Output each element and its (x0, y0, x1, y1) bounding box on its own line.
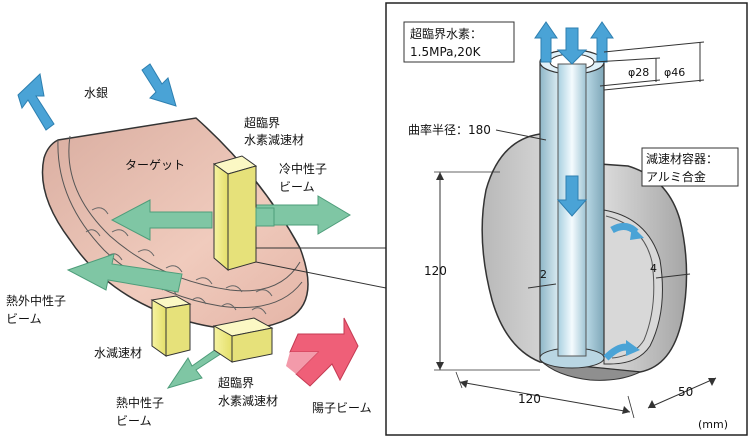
diameter-dimensions (593, 41, 705, 91)
detail-panel: 超臨界水素： 1.5MPa,20K 曲率半径：180 減速材容器： アルミ合金 … (385, 2, 748, 436)
water-moderator-block (150, 295, 192, 357)
lower-sc-moderator-label-2: 水素減速材 (218, 393, 278, 408)
upper-sc-moderator-label-1: 超臨界 (244, 115, 280, 130)
epithermal-beam-arrow (66, 253, 183, 293)
curvature-radius-label: 曲率半径：180 (408, 122, 491, 137)
mercury-arrow-left (17, 72, 55, 131)
left-horizontal-beam-arrow (110, 199, 213, 241)
mercury-label: 水銀 (84, 86, 108, 100)
wall-2-leader (527, 283, 557, 289)
height-120-label: 120 (424, 264, 447, 278)
epithermal-beam-label-2: ビーム (6, 312, 42, 326)
wall-2-label: 2 (540, 268, 547, 281)
proton-beam-arrow (286, 317, 359, 387)
outer-diameter-label: φ46 (664, 66, 685, 79)
hydrogen-condition-box (403, 21, 515, 63)
inner-diameter-label: φ28 (628, 66, 649, 79)
unit-label: (mm) (698, 418, 728, 431)
left-panel: 水銀 ターゲット (6, 63, 387, 428)
wall-4-label: 4 (650, 262, 657, 275)
mercury-arrow-right (141, 63, 177, 107)
hydrogen-inflow-arrow (556, 27, 588, 65)
depth-50-label: 50 (678, 385, 693, 399)
height-dimension (434, 171, 540, 371)
depth-dimension (647, 377, 717, 409)
hydrogen-condition-label-1: 超臨界水素： (410, 26, 482, 41)
target-label: ターゲット (125, 158, 185, 172)
width-dimension (455, 371, 635, 419)
cold-beam-label-2: ビーム (279, 180, 315, 194)
lower-hydrogen-moderator-block (212, 317, 274, 363)
lower-sc-moderator-label-1: 超臨界 (218, 375, 254, 390)
water-moderator-label: 水減速材 (94, 345, 142, 360)
hydrogen-outflow-arrow-left (534, 21, 558, 63)
width-120-label: 120 (518, 392, 541, 406)
cold-beam-label-1: 冷中性子 (279, 161, 327, 176)
upflow-curve-arrow-bottom (603, 340, 640, 361)
proton-beam-label: 陽子ビーム (312, 401, 372, 415)
downflow-arrow (556, 175, 588, 217)
curvature-leader-line (495, 129, 547, 141)
upper-sc-moderator-label-2: 水素減速材 (244, 132, 304, 147)
cold-beam-arrow-front (255, 207, 275, 227)
hydrogen-outflow-arrow-right (590, 21, 614, 63)
upper-hydrogen-moderator-block (212, 155, 258, 272)
container-material-label-1: 減速材容器： (646, 151, 718, 166)
upflow-curve-arrow-top (610, 223, 644, 240)
thermal-beam-label-2: ビーム (116, 414, 152, 428)
hydrogen-condition-label-2: 1.5MPa,20K (410, 45, 482, 59)
epithermal-beam-label-1: 熱外中性子 (6, 293, 66, 308)
container-material-box (641, 147, 739, 187)
thermal-beam-label-1: 熱中性子 (116, 395, 164, 410)
wall-4-leader (655, 273, 691, 279)
container-material-label-2: アルミ合金 (646, 169, 706, 184)
zoom-connector-bottom (255, 261, 387, 289)
